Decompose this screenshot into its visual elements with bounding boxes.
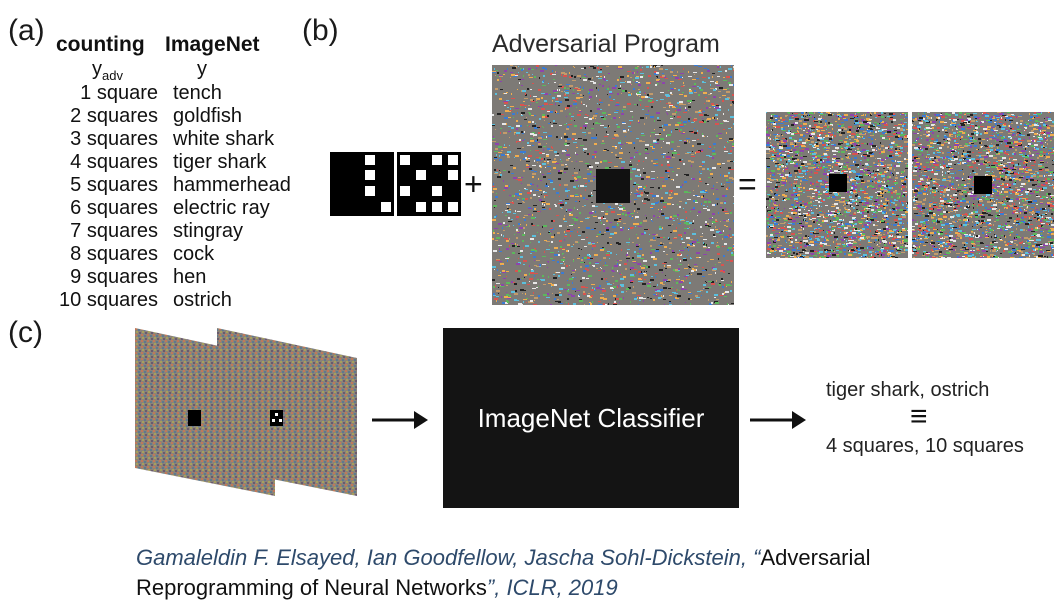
table-cell-label: hammerhead	[173, 174, 291, 196]
table-cell-label: white shark	[173, 128, 275, 150]
table-cell-label: goldfish	[173, 105, 242, 127]
adversarial-program-image	[492, 65, 734, 305]
table-header-counting: counting	[56, 33, 145, 56]
citation: Gamaleldin F. Elsayed, Ian Goodfellow, J…	[136, 543, 871, 603]
table-cell-label: tench	[173, 82, 222, 104]
table-cell-count: 7 squares	[70, 220, 158, 242]
table-cell-count: 3 squares	[70, 128, 158, 150]
yadv-symbol: y	[92, 58, 102, 80]
reprogrammed-image-4-squares	[766, 112, 908, 258]
table-cell-label: ostrich	[173, 289, 232, 311]
equivalence-icon: ≡	[910, 400, 928, 433]
plus-sign: +	[464, 166, 483, 202]
classifier-label: ImageNet Classifier	[477, 402, 705, 433]
table-subheader-yadv: yadv	[92, 58, 123, 83]
table-cell-label: stingray	[173, 220, 244, 242]
arrow-right-icon	[750, 411, 806, 429]
citation-authors: Gamaleldin F. Elsayed, Ian Goodfellow, J…	[136, 545, 761, 570]
table-cell-label: tiger shark	[173, 151, 267, 173]
table-cell-count: 2 squares	[70, 105, 158, 127]
panel-label-a: (a)	[8, 14, 45, 47]
citation-title-part1: Adversarial	[760, 545, 871, 570]
imagenet-classifier-box: ImageNet Classifier	[443, 328, 739, 508]
digit-image-10-squares	[397, 152, 461, 216]
arrow-right-icon	[372, 411, 428, 429]
input-image-2	[217, 328, 357, 496]
table-cell-count: 5 squares	[70, 174, 158, 196]
panel-label-b: (b)	[302, 14, 339, 47]
input-image-stack	[135, 328, 455, 498]
panel-label-c: (c)	[8, 316, 43, 349]
program-center-hole	[596, 169, 630, 203]
skewed-input-images	[135, 328, 357, 496]
table-cell-count: 10 squares	[59, 289, 158, 311]
table-cell-count: 6 squares	[70, 197, 158, 219]
citation-venue: ”, ICLR, 2019	[486, 575, 618, 600]
digit-image-4-squares	[330, 152, 394, 216]
table-header-imagenet: ImageNet	[165, 33, 260, 56]
output-classes: tiger shark, ostrich	[826, 379, 990, 401]
adversarial-program-title: Adversarial Program	[492, 30, 720, 58]
citation-title-part2: Reprogramming of Neural Networks	[136, 575, 487, 600]
table-cell-count: 9 squares	[70, 266, 158, 288]
reprogrammed-image-10-squares	[912, 112, 1054, 258]
equals-sign: =	[738, 166, 757, 202]
table-cell-count: 4 squares	[70, 151, 158, 173]
table-cell-label: hen	[173, 266, 207, 288]
table-subheader-y: y	[197, 58, 207, 80]
table-cell-count: 8 squares	[70, 243, 158, 265]
table-cell-label: cock	[173, 243, 215, 265]
table-cell-label: electric ray	[173, 197, 270, 219]
table-cell-count: 1 square	[80, 82, 158, 104]
yadv-subscript: adv	[102, 68, 123, 83]
output-counts: 4 squares, 10 squares	[826, 435, 1024, 457]
